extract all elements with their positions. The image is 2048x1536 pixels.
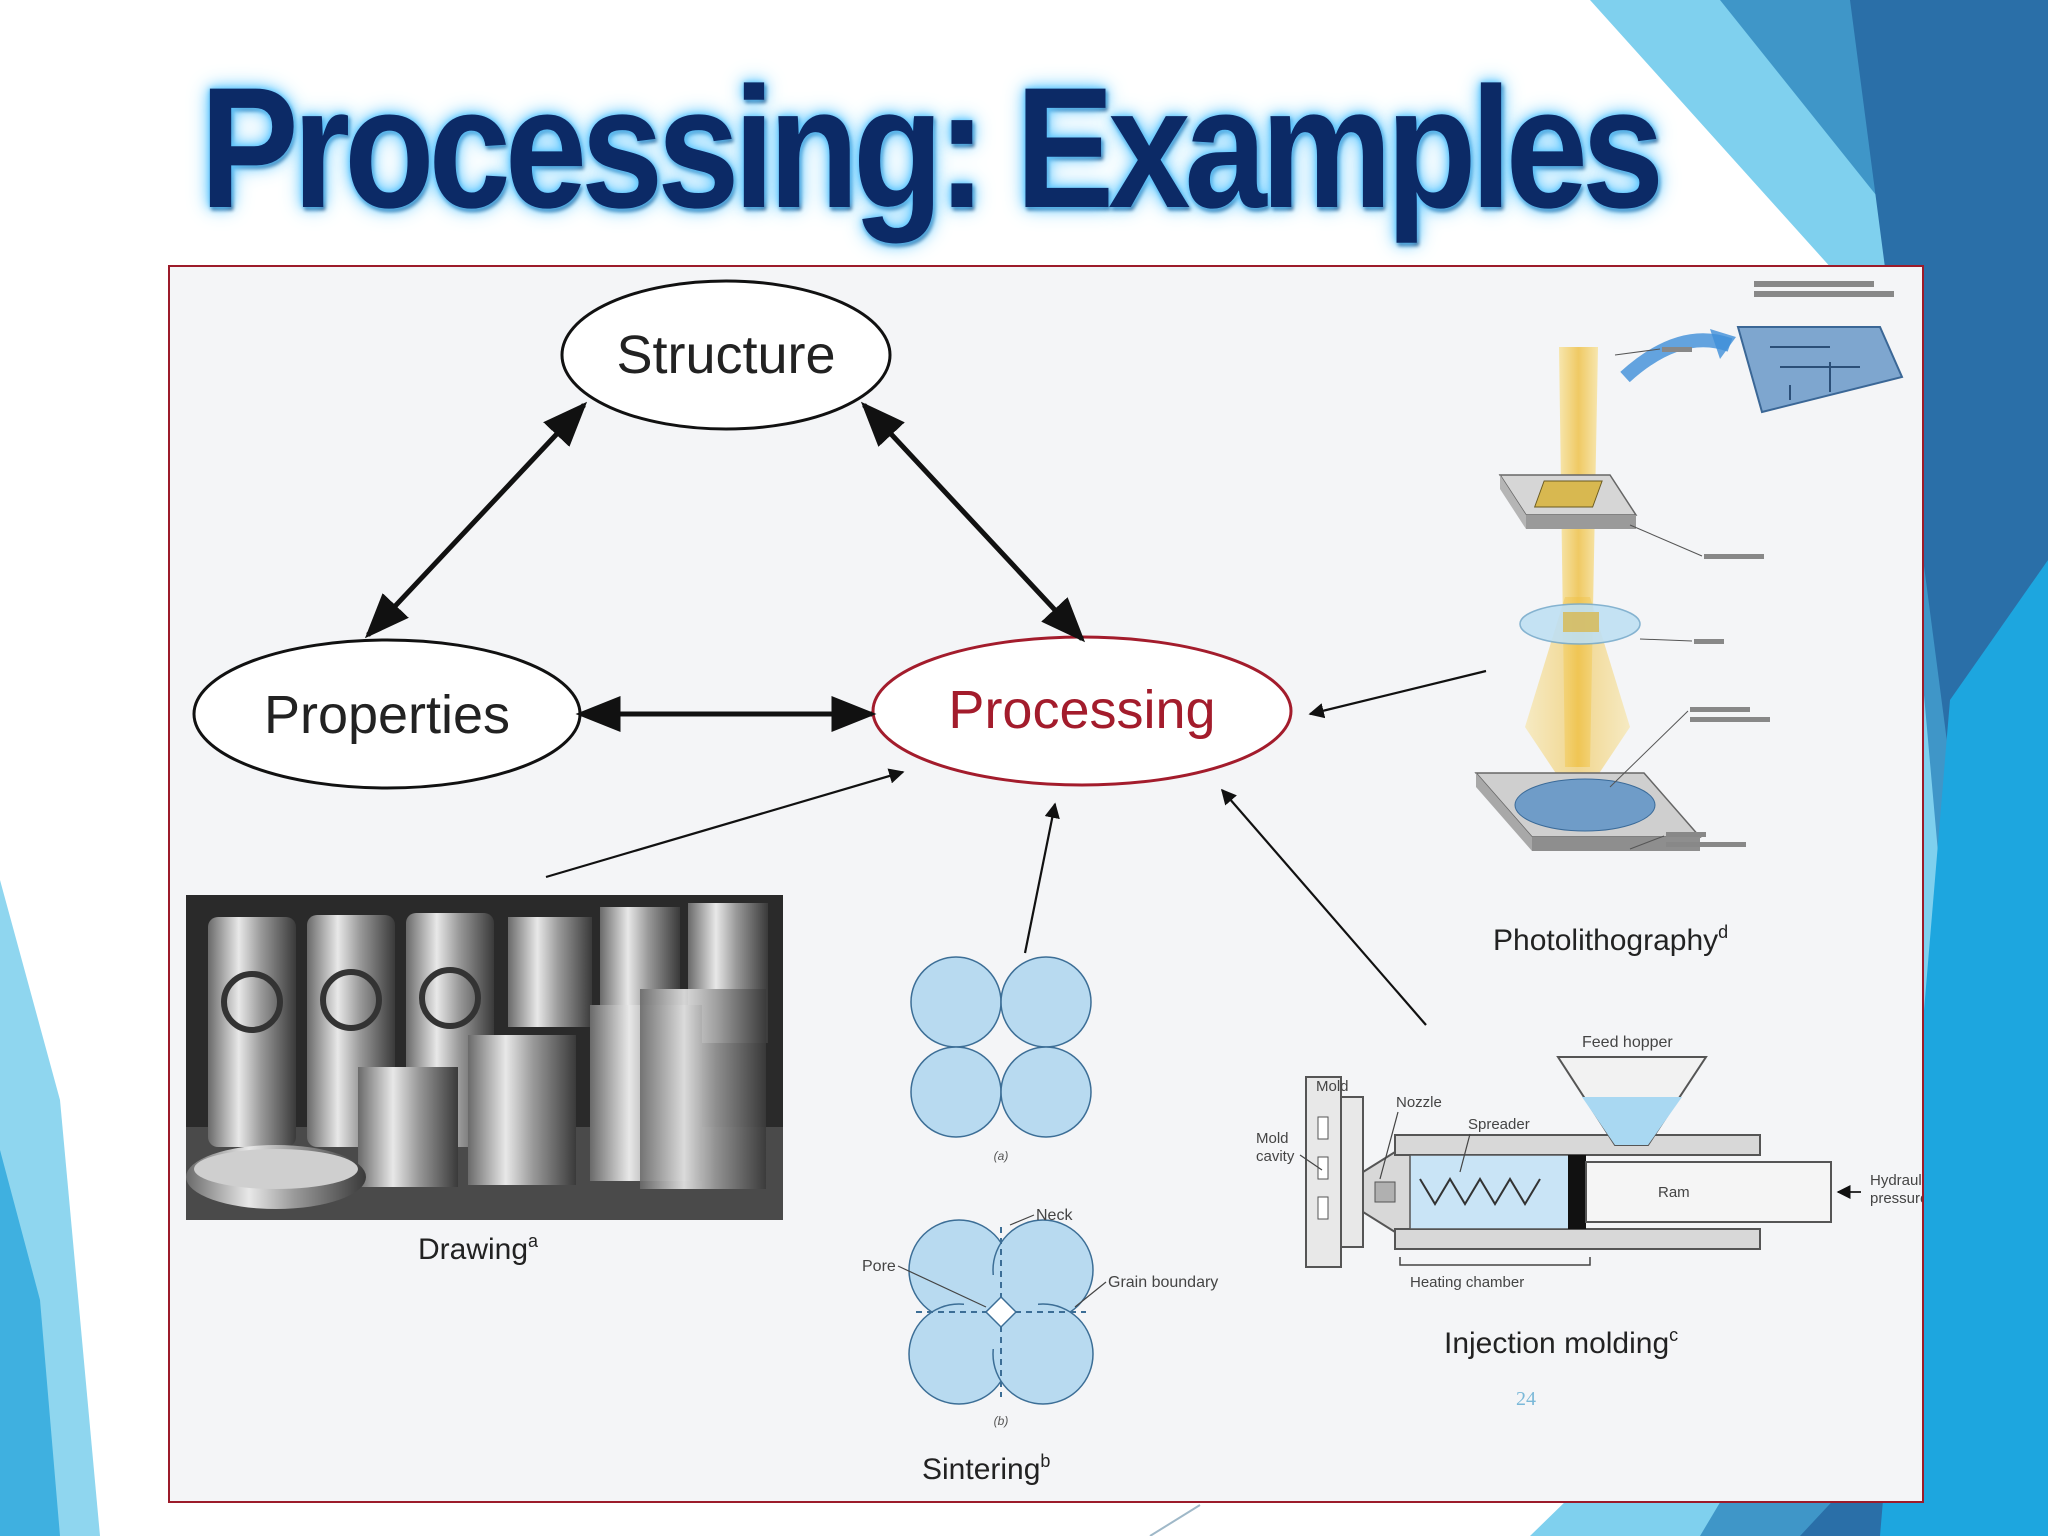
hydraulic-label-2: pressure [1870, 1190, 1922, 1207]
slide-title: Processing: Examples [200, 52, 1664, 244]
sintering-caption: Sinteringb [922, 1451, 1050, 1486]
pore-label: Pore [862, 1258, 896, 1275]
processing-diagram: Structure Properties Processing Drawinga [186, 279, 1922, 1486]
structure-node: Structure [560, 279, 892, 431]
photolithography-caption: Photolithographyd [1493, 922, 1728, 957]
spreader-label: Spreader [1468, 1116, 1530, 1133]
properties-node: Properties [192, 638, 582, 790]
spreader-leader [1459, 1133, 1471, 1173]
neck-leader [1009, 1214, 1035, 1226]
injection-molding-figure [1305, 1056, 1861, 1268]
heating-chamber-bracket [1399, 1257, 1591, 1266]
sintering-sub-b: (b) [994, 1414, 1009, 1428]
mold-cavity-label-1: Mold [1256, 1130, 1289, 1147]
sintering-particles-a [910, 956, 1092, 1138]
grain-boundary-leader [1074, 1281, 1107, 1308]
mold-cavity-label-2: cavity [1256, 1148, 1295, 1165]
pore [984, 1295, 1018, 1329]
mold-cavity-leader [1299, 1154, 1323, 1171]
processing-node: Processing [871, 635, 1293, 787]
nozzle-label: Nozzle [1396, 1094, 1442, 1111]
grain-boundary-label: Grain boundary [1108, 1274, 1218, 1291]
arrow-sintering [1023, 802, 1060, 954]
photolithography-figure [1474, 281, 1904, 851]
pore-leader [897, 1265, 987, 1308]
hydraulic-label-1: Hydraulic [1870, 1172, 1922, 1189]
arrow-injection [1220, 788, 1427, 1026]
arrow-drawing [545, 768, 905, 879]
structure-label: Structure [616, 325, 835, 385]
diagram-panel: Structure Properties Processing Drawinga [168, 265, 1924, 1503]
injection-caption: Injection moldingc [1444, 1325, 1678, 1360]
neck-label: Neck [1036, 1207, 1073, 1224]
feed-hopper-label: Feed hopper [1582, 1034, 1673, 1051]
sintering-sub-a: (a) [994, 1149, 1009, 1163]
drawing-image [186, 895, 783, 1220]
mold-label: Mold [1316, 1078, 1349, 1095]
arrow-structure-properties [364, 401, 588, 639]
page-number: 24 [1516, 1388, 1536, 1410]
heating-chamber-label: Heating chamber [1410, 1274, 1524, 1291]
arrow-photolithography [1308, 669, 1487, 719]
nozzle-leader [1379, 1111, 1399, 1180]
drawing-caption: Drawinga [418, 1231, 539, 1266]
processing-label: Processing [948, 680, 1215, 740]
ram-label: Ram [1658, 1184, 1690, 1201]
arrow-structure-processing [860, 401, 1086, 643]
properties-label: Properties [264, 685, 510, 745]
sintering-particles-b [908, 1219, 1094, 1405]
